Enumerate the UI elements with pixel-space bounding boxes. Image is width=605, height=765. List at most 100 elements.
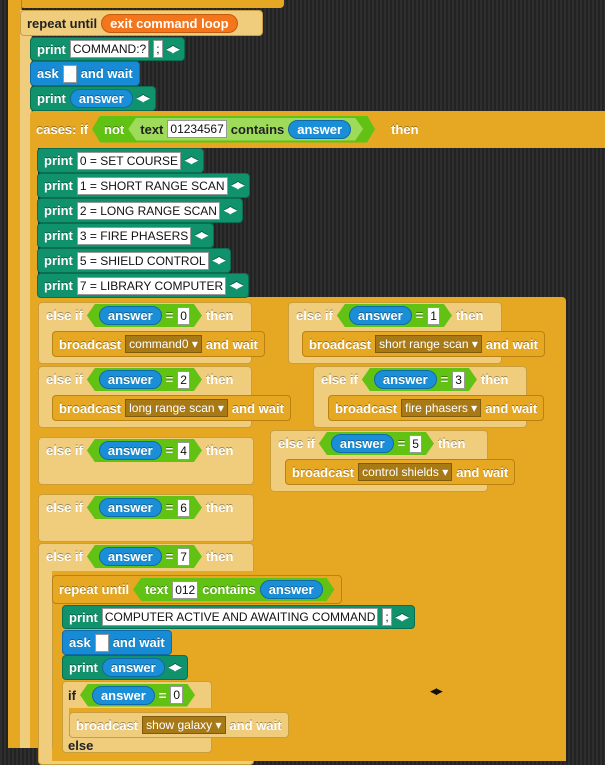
- equals-operator[interactable]: answer=0: [80, 684, 195, 707]
- answer-reporter[interactable]: answer: [99, 370, 162, 389]
- answer-reporter[interactable]: answer: [69, 89, 133, 108]
- print-text-input[interactable]: 2 = LONG RANGE SCAN: [76, 201, 220, 220]
- if-label: if: [68, 687, 76, 703]
- contains-text-input[interactable]: 012: [172, 581, 198, 599]
- answer-reporter[interactable]: answer: [101, 658, 165, 677]
- message-dropdown[interactable]: control shields ▾: [358, 463, 453, 481]
- equals-operator[interactable]: answer=7: [87, 545, 202, 568]
- value-input[interactable]: 3: [452, 371, 465, 389]
- message-dropdown[interactable]: short range scan ▾: [375, 335, 482, 353]
- separator-input[interactable]: ;: [153, 40, 163, 58]
- message-dropdown[interactable]: show galaxy ▾: [142, 716, 226, 734]
- answer-reporter[interactable]: answer: [99, 498, 162, 517]
- value-input[interactable]: 2: [177, 371, 190, 389]
- value-input[interactable]: 0: [170, 686, 183, 704]
- print-command-block[interactable]: print COMMAND:? ; ◀▶: [30, 37, 186, 61]
- message-dropdown[interactable]: fire phasers ▾: [401, 399, 482, 417]
- arrows-icon[interactable]: ◀▶: [212, 255, 226, 265]
- value-input[interactable]: 5: [409, 435, 422, 453]
- value-input[interactable]: 4: [177, 442, 190, 460]
- arrows-icon[interactable]: ◀▶: [223, 205, 237, 215]
- answer-reporter[interactable]: answer: [99, 441, 162, 460]
- value-input[interactable]: 6: [177, 499, 190, 517]
- value-input[interactable]: 1: [427, 307, 440, 325]
- answer-reporter[interactable]: answer: [349, 306, 412, 325]
- hat-block-partial[interactable]: [20, 0, 284, 8]
- answer-reporter[interactable]: answer: [288, 120, 351, 139]
- answer-reporter[interactable]: answer: [99, 306, 162, 325]
- arrows-icon[interactable]: ◀▶: [231, 180, 245, 190]
- equals-operator[interactable]: answer=1: [337, 304, 452, 327]
- ask-block[interactable]: ask and wait: [30, 61, 140, 86]
- print-label: print: [37, 91, 66, 106]
- arrows-icon[interactable]: ◀▶: [166, 43, 180, 54]
- answer-reporter[interactable]: answer: [260, 580, 323, 599]
- message-dropdown[interactable]: long range scan ▾: [125, 399, 228, 417]
- answer-reporter[interactable]: answer: [331, 434, 394, 453]
- message-dropdown[interactable]: command0 ▾: [125, 335, 202, 353]
- value-input[interactable]: 0: [177, 307, 190, 325]
- arrows-icon[interactable]: ◀▶: [136, 93, 150, 103]
- ask-input[interactable]: [62, 64, 77, 83]
- message-value: show galaxy: [146, 718, 213, 732]
- cases-header[interactable]: cases: if not text 01234567 contains ans…: [30, 115, 425, 143]
- print-text-input[interactable]: 3 = FIRE PHASERS: [76, 226, 192, 245]
- arrows-icon[interactable]: ◀▶: [185, 155, 198, 165]
- value-input[interactable]: 7: [177, 548, 190, 566]
- print-text-input[interactable]: COMPUTER ACTIVE AND AWAITING COMMAND: [101, 608, 379, 626]
- print-answer-block[interactable]: print answer ◀▶: [30, 86, 156, 111]
- equals-operator[interactable]: answer=3: [362, 368, 477, 391]
- print-text-input[interactable]: 1 = SHORT RANGE SCAN: [76, 176, 228, 195]
- contains-text-input[interactable]: 01234567: [167, 120, 226, 138]
- repeat-until-block[interactable]: repeat until exit command loop: [20, 10, 263, 36]
- equals-operator[interactable]: answer=2: [87, 368, 202, 391]
- exit-command-loop-variable[interactable]: exit command loop: [101, 13, 238, 33]
- arrows-icon[interactable]: ◀▶: [230, 280, 243, 290]
- arrows-icon[interactable]: ◀▶: [430, 686, 443, 696]
- separator-input[interactable]: ;: [382, 608, 392, 626]
- arrows-icon[interactable]: ◀▶: [195, 230, 208, 240]
- equals-operator[interactable]: answer=5: [319, 432, 434, 455]
- print-text-input[interactable]: 0 = SET COURSE: [76, 151, 182, 170]
- arrows-icon[interactable]: ◀▶: [168, 662, 182, 672]
- answer-reporter[interactable]: answer: [99, 547, 162, 566]
- print-text-input[interactable]: COMMAND:?: [69, 40, 150, 58]
- answer-reporter[interactable]: answer: [374, 370, 437, 389]
- equals-operator[interactable]: answer=0: [87, 304, 202, 327]
- contains-operator[interactable]: text 01234567 contains answer: [128, 118, 363, 141]
- equals-operator[interactable]: answer=6: [87, 496, 202, 519]
- equals-operator[interactable]: answer=4: [87, 439, 202, 462]
- ask-input[interactable]: [94, 633, 109, 652]
- not-operator[interactable]: not text 01234567 contains answer: [92, 116, 375, 143]
- print-text-input[interactable]: 7 = LIBRARY COMPUTER: [76, 276, 227, 295]
- arrows-icon[interactable]: ◀▶: [395, 611, 409, 622]
- answer-reporter[interactable]: answer: [92, 686, 155, 705]
- print-text-input[interactable]: 5 = SHIELD CONTROL: [76, 251, 209, 270]
